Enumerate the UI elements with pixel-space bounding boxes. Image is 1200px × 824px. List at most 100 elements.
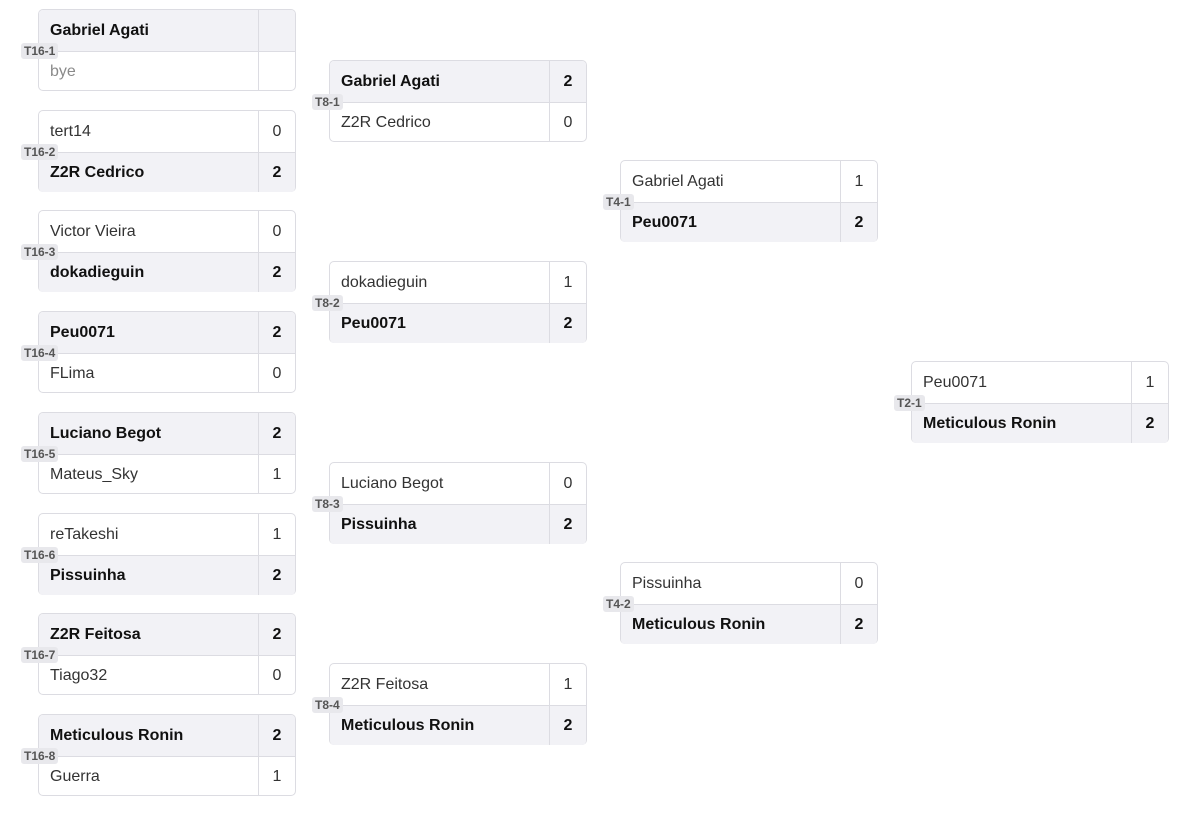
player-score: [258, 52, 295, 91]
player-slot[interactable]: Victor Vieira 0: [39, 211, 295, 252]
player-slot[interactable]: Luciano Begot 0: [330, 463, 586, 504]
player-name: Z2R Cedrico: [50, 163, 145, 181]
player-score: 0: [258, 354, 295, 393]
player-slot[interactable]: Meticulous Ronin 2: [621, 604, 877, 644]
player-name: dokadieguin: [50, 263, 145, 281]
match-label: T8-1: [312, 94, 343, 110]
player-score: 1: [1131, 362, 1168, 403]
player-slot[interactable]: Meticulous Ronin 2: [330, 705, 586, 745]
player-slot[interactable]: Tiago32 0: [39, 655, 295, 695]
player-slot[interactable]: Z2R Cedrico 0: [330, 102, 586, 142]
match-label: T16-1: [21, 43, 59, 59]
match-label: T16-7: [21, 647, 59, 663]
player-score: 2: [549, 706, 586, 745]
player-slot[interactable]: Meticulous Ronin 2: [39, 715, 295, 756]
player-name: Victor Vieira: [50, 222, 136, 240]
player-score: 2: [258, 413, 295, 454]
player-score: 2: [258, 614, 295, 655]
player-score: 2: [258, 556, 295, 595]
player-name: Meticulous Ronin: [632, 615, 766, 633]
player-score: 2: [549, 304, 586, 343]
player-slot[interactable]: Z2R Feitosa 2: [39, 614, 295, 655]
player-slot[interactable]: bye: [39, 51, 295, 91]
player-score: 0: [258, 211, 295, 252]
player-score: 2: [840, 605, 877, 644]
player-name: Z2R Cedrico: [341, 113, 431, 131]
player-name: Gabriel Agati: [50, 21, 149, 39]
player-score: 1: [549, 262, 586, 303]
player-name: Pissuinha: [50, 566, 126, 584]
player-score: 0: [549, 103, 586, 142]
player-score: 2: [258, 715, 295, 756]
player-score: [258, 10, 295, 51]
player-name: Gabriel Agati: [632, 172, 724, 190]
player-score: 0: [549, 463, 586, 504]
match-label: T16-6: [21, 547, 59, 563]
match-label: T8-2: [312, 295, 343, 311]
player-name: Peu0071: [50, 323, 115, 341]
match-label: T16-5: [21, 446, 59, 462]
player-name: Meticulous Ronin: [341, 716, 475, 734]
player-name: Luciano Begot: [341, 474, 444, 492]
player-slot[interactable]: Gabriel Agati: [39, 10, 295, 51]
player-name: Gabriel Agati: [341, 72, 440, 90]
player-name: Z2R Feitosa: [341, 675, 429, 693]
player-slot[interactable]: Pissuinha 2: [39, 555, 295, 595]
player-name: reTakeshi: [50, 525, 119, 543]
match-label: T16-4: [21, 345, 59, 361]
player-name: Tiago32: [50, 666, 108, 684]
player-name: Pissuinha: [632, 574, 702, 592]
match-label: T16-3: [21, 244, 59, 260]
player-name: Z2R Feitosa: [50, 625, 141, 643]
match-label: T4-2: [603, 596, 634, 612]
player-slot[interactable]: Guerra 1: [39, 756, 295, 796]
player-name: Guerra: [50, 767, 100, 785]
player-name: Luciano Begot: [50, 424, 162, 442]
match-label: T16-8: [21, 748, 59, 764]
player-slot[interactable]: Z2R Cedrico 2: [39, 152, 295, 192]
player-name: dokadieguin: [341, 273, 428, 291]
player-score: 0: [258, 656, 295, 695]
match-label: T4-1: [603, 194, 634, 210]
player-slot[interactable]: dokadieguin 1: [330, 262, 586, 303]
player-name: tert14: [50, 122, 91, 140]
player-score: 2: [258, 153, 295, 192]
player-name: Peu0071: [632, 213, 697, 231]
player-slot[interactable]: Luciano Begot 2: [39, 413, 295, 454]
match-label: T16-2: [21, 144, 59, 160]
player-score: 1: [258, 757, 295, 796]
player-name: Meticulous Ronin: [50, 726, 184, 744]
match-label: T8-4: [312, 697, 343, 713]
